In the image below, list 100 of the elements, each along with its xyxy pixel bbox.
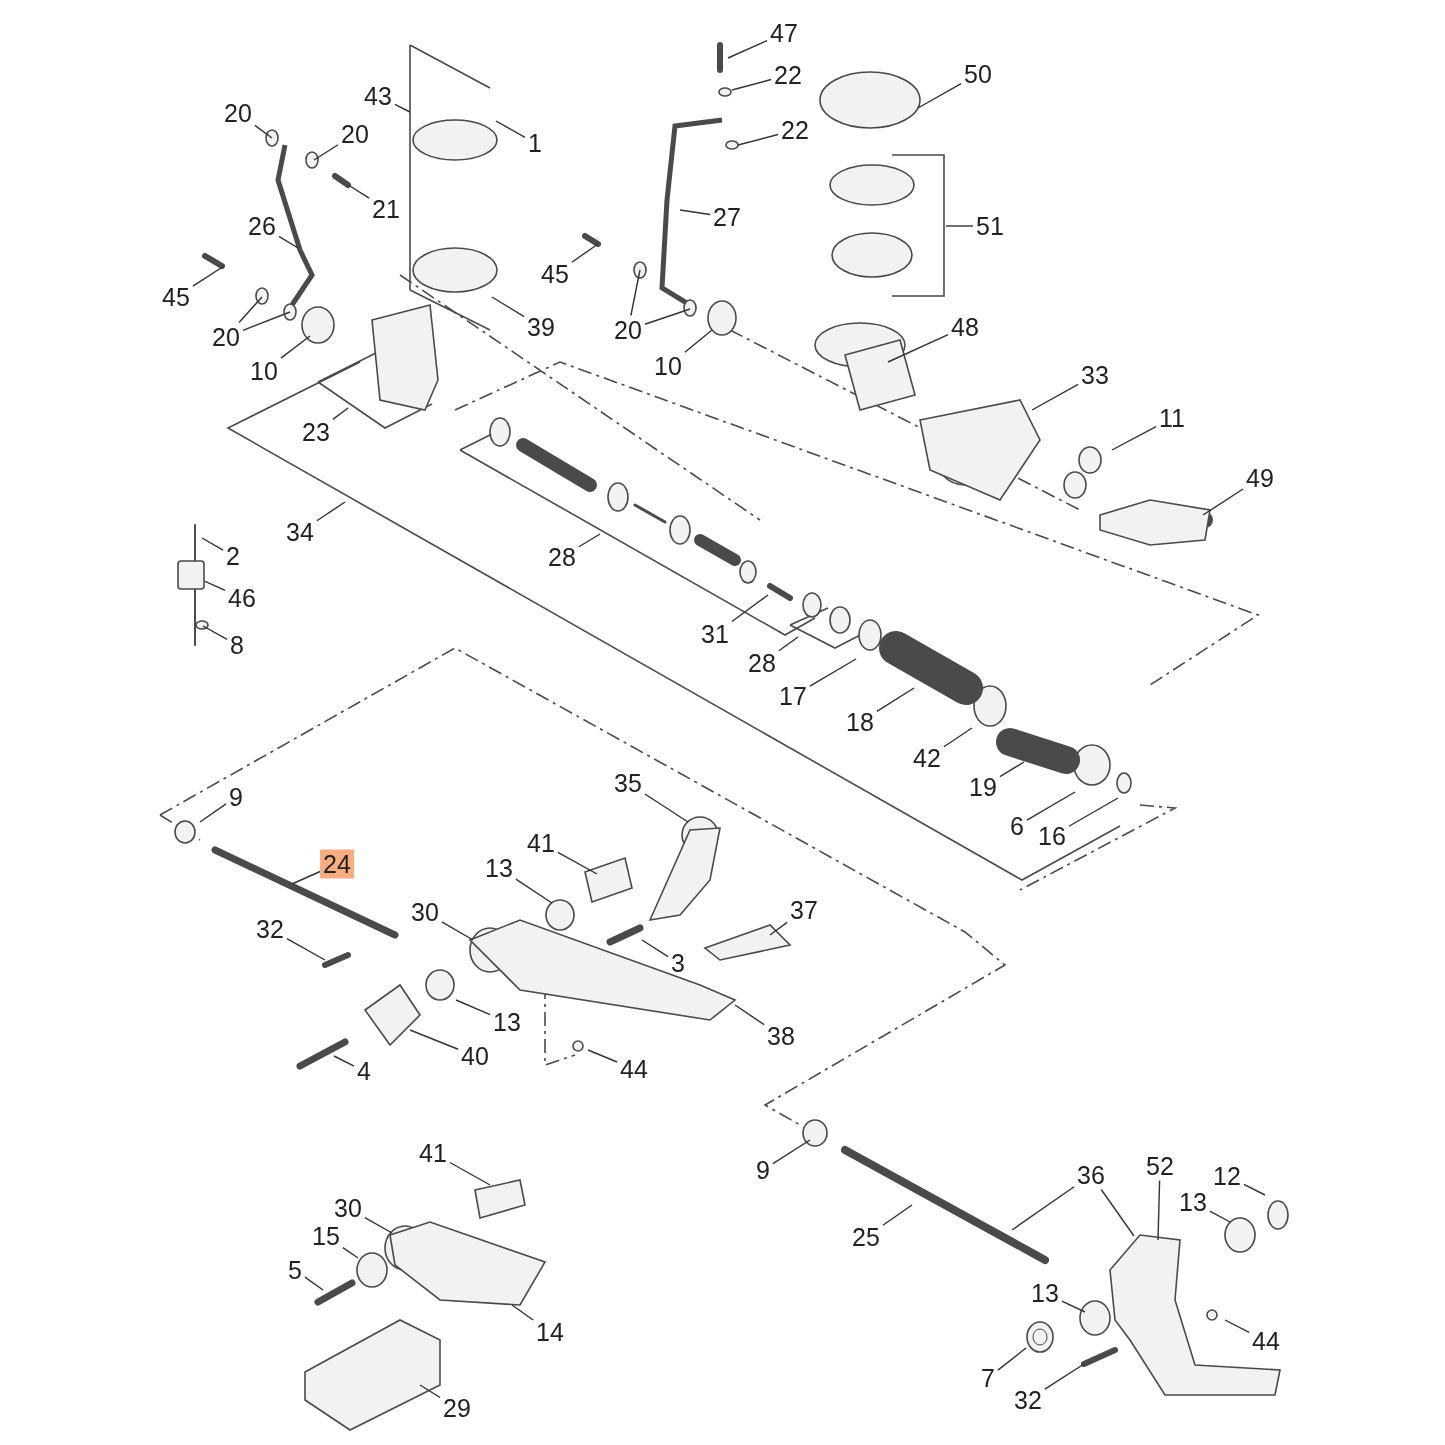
callout-number: 28 [545, 542, 579, 572]
leader-line [727, 39, 768, 59]
callout-number: 22 [778, 115, 812, 145]
callout-number: 33 [1078, 360, 1112, 390]
leader-line [1202, 488, 1244, 516]
leader-line [291, 870, 321, 885]
leader-line [1224, 1319, 1250, 1334]
callout-number: 49 [1243, 463, 1277, 493]
leader-line [441, 921, 474, 941]
leader-line [419, 1384, 441, 1399]
leader-line [278, 235, 299, 249]
leader-line [342, 1246, 359, 1259]
leader-line [731, 594, 769, 623]
leader-line [917, 82, 962, 109]
callout-number: 40 [458, 1041, 492, 1071]
callout-number: 9 [226, 782, 246, 812]
callout-number: 2 [223, 541, 243, 571]
leader-line [731, 78, 772, 91]
leader-line [515, 878, 553, 904]
callout-number: 20 [221, 98, 255, 128]
callout-number: 15 [309, 1221, 343, 1251]
leader-line [495, 120, 526, 139]
callout-number: 9 [753, 1155, 773, 1185]
callout-number: 16 [1035, 821, 1069, 851]
callout-number: 23 [299, 417, 333, 447]
callout-number: 13 [482, 853, 516, 883]
callout-number: 41 [416, 1138, 450, 1168]
leader-line [772, 1139, 811, 1165]
callout-number: 20 [611, 315, 645, 345]
callout-number: 8 [227, 630, 247, 660]
leader-line [316, 501, 346, 522]
leader-line [409, 1029, 459, 1050]
leader-line [491, 296, 525, 318]
leader-line [1044, 1363, 1085, 1390]
callout-number: 11 [1156, 403, 1188, 433]
leader-line [313, 144, 339, 161]
leader-line [882, 1204, 913, 1226]
leader-line [449, 1161, 491, 1186]
callout-number: 17 [776, 681, 810, 711]
leader-line [1011, 1186, 1075, 1231]
callout-number: 13 [490, 1007, 524, 1037]
callout-number: 51 [973, 211, 1007, 241]
callout-number: 29 [440, 1393, 474, 1423]
callout-number: 13 [1028, 1278, 1062, 1308]
callout-number: 5 [285, 1255, 305, 1285]
leader-line [304, 1276, 324, 1291]
callout-number: 31 [698, 619, 732, 649]
leader-line [943, 727, 973, 748]
callout-number: 27 [710, 202, 744, 232]
callout-number: 12 [1210, 1161, 1244, 1191]
leader-line [1026, 791, 1076, 821]
callout-number: 45 [159, 282, 193, 312]
leader-line [201, 537, 224, 551]
callout-number: 10 [247, 356, 281, 386]
callout-number: 1 [525, 128, 545, 158]
leader-line [571, 243, 599, 263]
callout-number: 44 [617, 1054, 651, 1084]
callout-number: 46 [225, 583, 259, 613]
callout-number: 24 [320, 849, 354, 879]
callout-number: 21 [369, 194, 403, 224]
leader-line [737, 133, 779, 146]
leader-line [192, 265, 225, 287]
callout-number: 32 [253, 914, 287, 944]
callout-number: 36 [1074, 1160, 1108, 1190]
callout-number: 10 [651, 351, 685, 381]
washer-ring [1026, 1321, 1054, 1353]
leader-line [1068, 797, 1119, 827]
leader-line [557, 851, 598, 875]
callout-number: 34 [283, 517, 317, 547]
callout-number: 30 [408, 897, 442, 927]
callout-number: 4 [354, 1056, 374, 1086]
callout-number: 13 [1176, 1187, 1210, 1217]
leader-line [238, 296, 263, 324]
callout-number: 47 [767, 18, 801, 48]
callout-number: 44 [1249, 1326, 1283, 1356]
callout-number: 19 [966, 772, 1000, 802]
leader-line [204, 580, 226, 592]
leader-line [887, 334, 949, 363]
leader-line [333, 1055, 355, 1067]
callout-number: 26 [245, 211, 279, 241]
callout-number: 32 [1011, 1385, 1045, 1415]
leader-line [242, 311, 291, 332]
leader-line [199, 803, 227, 823]
leader-line [778, 636, 799, 652]
leader-line [945, 225, 974, 227]
leader-line [1209, 1210, 1231, 1223]
leader-line [1243, 1183, 1266, 1196]
leader-line [349, 185, 370, 199]
callout-number: 39 [524, 312, 558, 342]
leader-line [876, 687, 915, 713]
leader-line [684, 329, 713, 353]
callout-number: 30 [331, 1193, 365, 1223]
callout-number: 7 [978, 1363, 998, 1393]
leader-line [809, 658, 857, 687]
callout-number: 6 [1007, 811, 1027, 841]
leader-line [1111, 425, 1157, 451]
leader-line [734, 1004, 765, 1026]
leader-line [679, 209, 711, 216]
callout-number: 20 [209, 322, 243, 352]
leader-line [511, 1304, 534, 1321]
